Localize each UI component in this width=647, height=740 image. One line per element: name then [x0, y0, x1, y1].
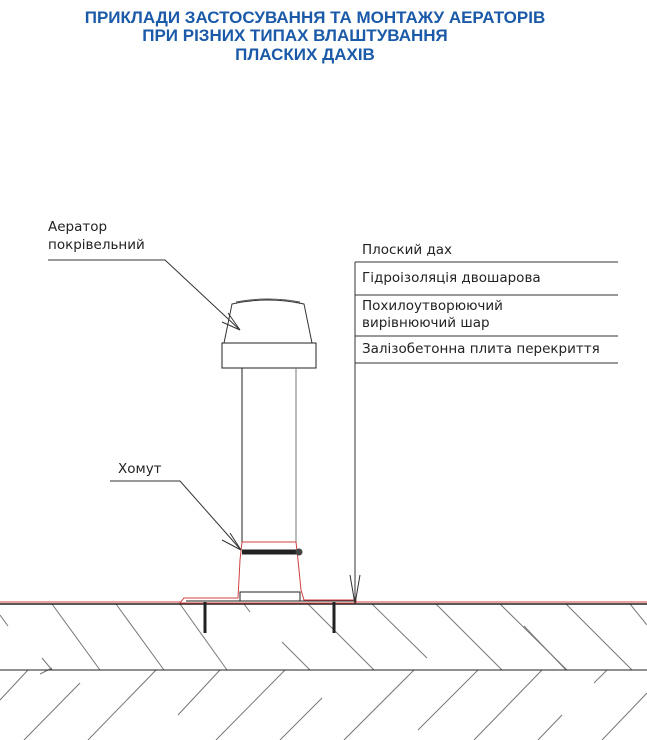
label-clamp: Хомут [118, 461, 162, 477]
hatch-lower [0, 669, 647, 740]
label-waterproofing: Гідроізоляція двошарова [362, 270, 541, 286]
aerator-icon [178, 298, 357, 633]
title-line-3: ПЛАСКИХ ДАХІВ [235, 45, 375, 64]
label-aerator-1: Аератор [48, 219, 108, 235]
label-aerator-2: покрівельний [48, 237, 145, 253]
hatch-upper [0, 603, 647, 675]
title-line-1: ПРИКЛАДИ ЗАСТОСУВАННЯ ТА МОНТАЖУ АЕРАТОР… [84, 8, 546, 27]
leaders [48, 259, 618, 605]
label-slope-layer-2: вирівнюючий шар [362, 315, 490, 331]
label-slope-layer-1: Похилоутворюючий [362, 298, 503, 314]
clamp-screw-icon [295, 548, 303, 556]
label-slab: Залізобетонна плита перекриття [362, 341, 600, 357]
title-line-2: ПРИ РІЗНИХ ТИПАХ ВЛАШТУВАННЯ [142, 26, 448, 45]
label-flat-roof: Плоский дах [362, 242, 453, 258]
